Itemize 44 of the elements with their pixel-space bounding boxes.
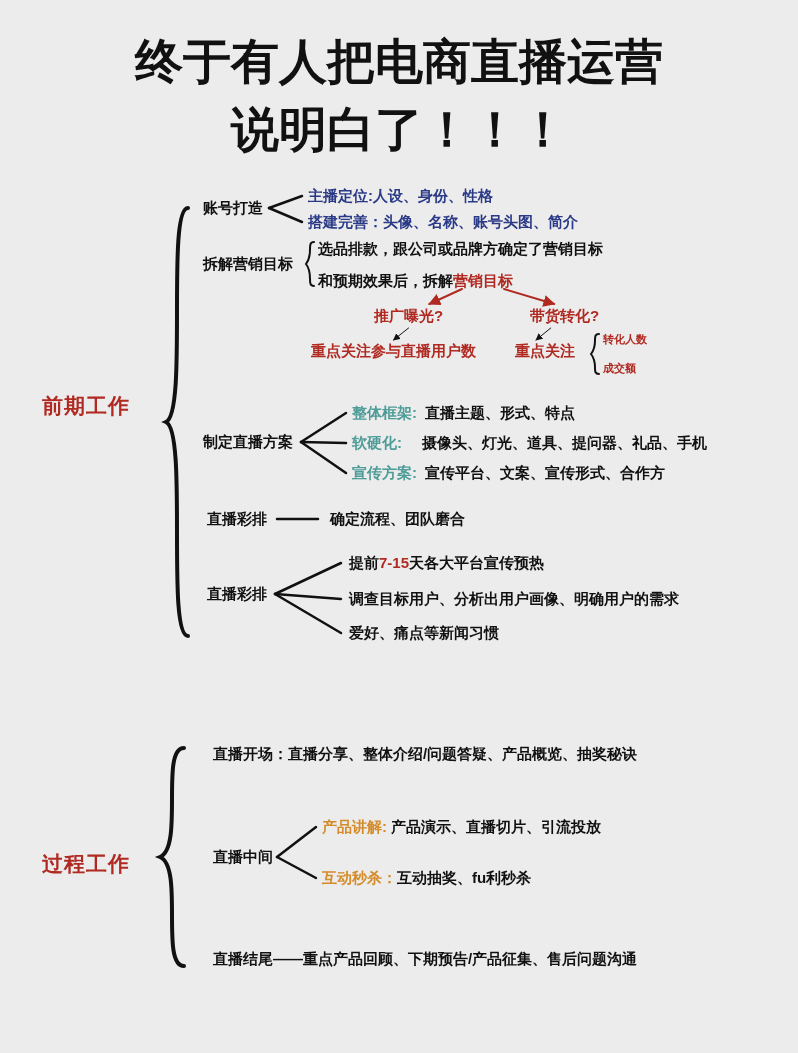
section-heading: 前期工作 <box>42 392 130 420</box>
topic-text: 直播彩排 <box>207 509 267 529</box>
detail-text: 宣传方案: 宣传平台、文案、宣传形式、合作方 <box>352 463 665 483</box>
detail-text: 提前7-15天各大平台宣传预热 <box>349 553 545 573</box>
detail-text: 整体框架: 直播主题、形式、特点 <box>352 403 575 423</box>
arrow <box>392 327 410 341</box>
detail-text: 转化人数 <box>603 332 647 347</box>
connector-line <box>267 206 304 224</box>
connector-line <box>273 592 343 635</box>
arrow <box>428 288 463 305</box>
detail-text: 主播定位:人设、身份、性格 <box>308 186 493 206</box>
topic-text: 账号打造 <box>203 198 263 218</box>
detail-text: 确定流程、团队磨合 <box>330 509 465 529</box>
detail-text: 产品讲解: 产品演示、直播切片、引流投放 <box>322 817 601 837</box>
connector-line <box>275 825 318 859</box>
detail-text: 互动秒杀：互动抽奖、fu利秒杀 <box>322 868 532 888</box>
topic-text: 直播中间 <box>213 847 273 867</box>
connector-line <box>267 194 304 210</box>
connector-line <box>299 440 348 475</box>
arrow <box>535 327 552 341</box>
detail-text: 重点关注 <box>515 341 575 361</box>
title: 终于有人把电商直播运营说明白了！！！ <box>133 34 664 158</box>
connector-line <box>299 411 348 444</box>
section-heading: 过程工作 <box>42 850 130 878</box>
topic-text: 直播彩排 <box>207 584 267 604</box>
detail-text: 直播开场：直播分享、整体介绍/问题答疑、产品概览、抽奖秘诀 <box>213 744 638 764</box>
detail-text: 搭建完善：头像、名称、账号头图、简介 <box>308 212 578 232</box>
topic-text: 拆解营销目标 <box>203 254 293 274</box>
connector-line <box>273 561 343 596</box>
detail-text: 软硬化: 摄像头、灯光、道具、提问器、礼品、手机 <box>352 433 707 453</box>
connector-line <box>275 855 318 880</box>
detail-text: 直播结尾——重点产品回顾、下期预告/产品征集、售后问题沟通 <box>213 949 638 969</box>
detail-text: 成交额 <box>603 361 636 376</box>
topic-text: 制定直播方案 <box>203 432 293 452</box>
detail-text: 带货转化? <box>530 306 600 326</box>
detail-text: 推广曝光? <box>374 306 444 326</box>
detail-text: 调查目标用户、分析出用户画像、明确用户的需求 <box>349 589 679 609</box>
detail-text: 选品排款，跟公司或品牌方确定了营销目标 <box>318 239 603 259</box>
detail-text: 重点关注参与直播用户数 <box>311 341 476 361</box>
detail-text: 和预期效果后，拆解营销目标 <box>318 271 513 291</box>
arrow <box>503 288 556 307</box>
detail-text: 爱好、痛点等新闻习惯 <box>349 623 499 643</box>
connector-line <box>275 517 320 521</box>
connector-line <box>299 440 348 445</box>
